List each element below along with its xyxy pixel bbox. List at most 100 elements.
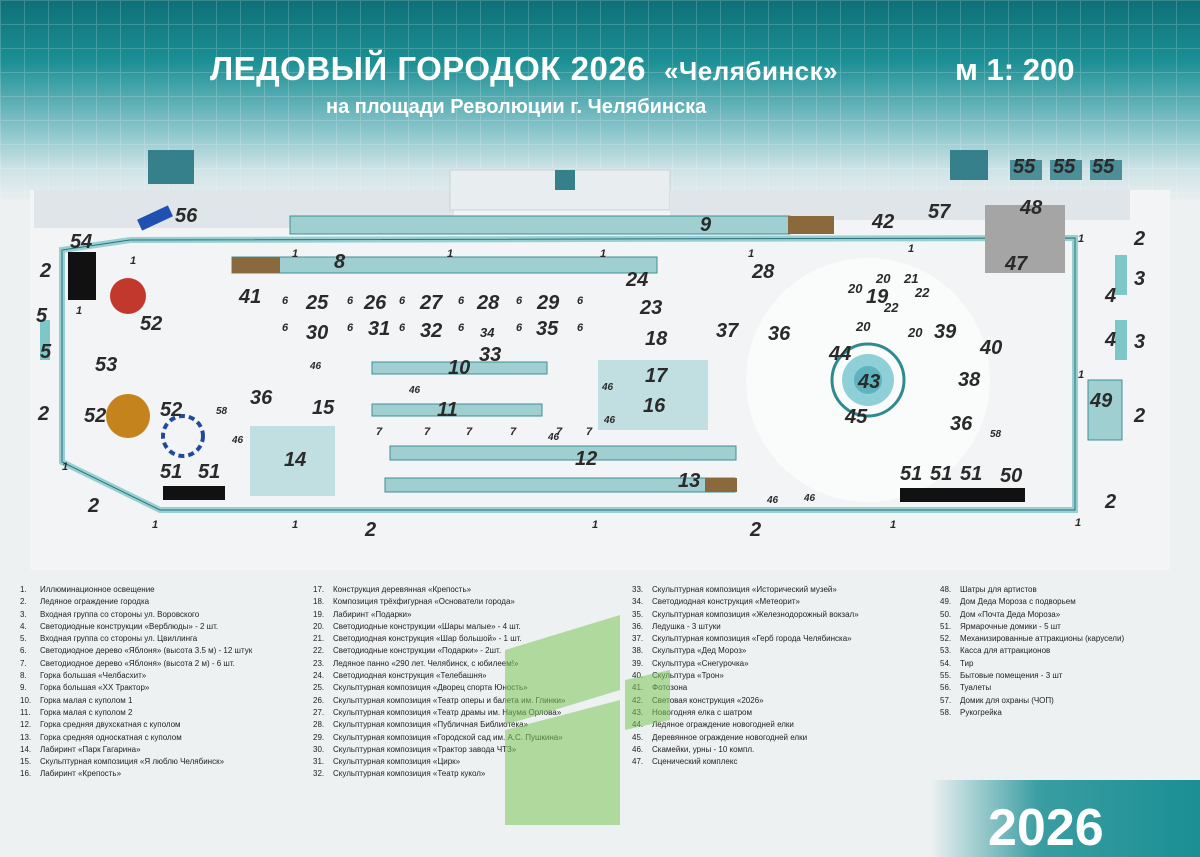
legend-item-text: Светодиодное дерево «Яблоня» (высота 3.5…	[40, 646, 253, 656]
legend-item: 26. Скульптурная композиция «Театр оперы …	[313, 695, 565, 707]
legend-item-text: Бытовые помещения - 3 шт	[960, 671, 1063, 681]
legend-item-number: 1.	[20, 585, 27, 594]
legend-item-text: Композиция трёхфигурная «Основатели горо…	[333, 597, 515, 607]
label-20b: 20	[847, 281, 863, 296]
label-6f: 6	[577, 295, 584, 307]
legend-item-number: 26.	[313, 695, 325, 705]
label-6e: 6	[516, 295, 523, 307]
legend-item-number: 36.	[632, 621, 644, 631]
legend-item-number: 52.	[940, 634, 952, 644]
legend-item-number: 17.	[313, 585, 325, 594]
label-1f: 1	[908, 243, 914, 255]
legend-item: 45.Деревянное ограждение новогодней елки	[632, 732, 859, 744]
label-1b: 1	[292, 248, 298, 260]
entrance-group	[1115, 255, 1127, 295]
label-1c: 1	[447, 248, 453, 260]
label-28: 28	[476, 292, 500, 314]
label-42: 42	[871, 211, 894, 233]
legend-item-text: Световая конструкция «2026»	[652, 695, 764, 705]
legend-item-text: Касса для аттракционов	[960, 646, 1051, 656]
legend-item: 2.Ледяное ограждение городка	[20, 596, 252, 608]
legend-item-text: Тир	[960, 658, 974, 668]
legend-item: 40.Скульптура «Трон»	[632, 670, 859, 682]
legend-item-number: 35.	[632, 609, 644, 619]
legend-item-number: 3.	[20, 609, 27, 619]
label-27: 27	[419, 292, 443, 314]
label-50: 50	[1000, 465, 1022, 487]
label-36b: 36	[768, 323, 791, 345]
legend-item-text: Скульптурная композиция «Театр оперы и б…	[333, 695, 566, 705]
label-48: 48	[1019, 197, 1043, 219]
label-1a: 1	[130, 255, 136, 267]
legend-item-text: Входная группа со стороны ул. Воровского	[40, 609, 200, 619]
label-24: 24	[625, 269, 648, 291]
legend-item: 17.Конструкция деревянная «Крепость»	[313, 584, 565, 596]
legend-item-text: Ледяное ограждение новогодней елки	[652, 720, 794, 730]
legend-item-number: 46.	[632, 744, 644, 754]
legend-item-text: Скульптурная композиция «Герб города Чел…	[652, 634, 852, 644]
legend-item-number: 25.	[313, 683, 325, 693]
label-47: 47	[1004, 253, 1028, 275]
label-6j: 6	[458, 322, 465, 334]
label-13: 13	[678, 470, 700, 492]
ice-fence-outline	[61, 237, 1076, 511]
label-52c: 52	[160, 399, 182, 421]
legend-column-2: 17.Конструкция деревянная «Крепость»18. К…	[313, 584, 565, 781]
label-1o: 1	[1078, 369, 1084, 381]
label-51c: 51	[900, 463, 922, 485]
legend-item-number: 14.	[20, 744, 32, 754]
legend-item-text: Светодиодная конструкция «Телебашня»	[333, 671, 487, 681]
label-23: 23	[639, 297, 662, 319]
entrance-group	[40, 320, 50, 360]
label-46b: 46	[408, 385, 421, 396]
legend-item-number: 48.	[940, 585, 952, 594]
legend-item-text: Скульптурная композиция «Городской сад и…	[333, 732, 563, 742]
legend-item-number: 29.	[313, 732, 325, 742]
legend-item-number: 51.	[940, 621, 952, 631]
legend-item-text: Деревянное ограждение новогодней елки	[652, 732, 808, 742]
legend-item-text: Светодиодные конструкции «Подарки» - 2шт…	[333, 646, 502, 656]
legend-item-number: 12.	[20, 720, 32, 730]
legend-item-number: 47.	[632, 757, 644, 767]
legend-item: 35.Скульптурная композиция «Железнодорож…	[632, 609, 859, 621]
legend-item-text: Горка большая «ХХ Трактор»	[40, 683, 150, 693]
label-49: 49	[1089, 390, 1113, 412]
legend-item-number: 21.	[313, 634, 325, 644]
labyrinth-14	[250, 426, 335, 496]
label-37: 37	[716, 320, 739, 342]
label-22a: 22	[883, 300, 899, 315]
label-46a: 46	[309, 361, 322, 372]
legend-item-number: 18.	[313, 597, 325, 607]
label-25: 25	[305, 292, 329, 314]
legend-item-text: Скульптурная композиция «Театр кукол»	[333, 769, 486, 779]
slide-11	[371, 403, 543, 417]
label-51a: 51	[160, 461, 182, 483]
label-34: 34	[480, 325, 495, 340]
legend-item: 27.Скульптурная композиция «Театр драмы …	[313, 707, 565, 719]
label-6d: 6	[458, 295, 465, 307]
label-2h: 2	[1133, 405, 1145, 427]
label-3a: 3	[1134, 268, 1145, 290]
label-6l: 6	[577, 322, 584, 334]
label-2d: 2	[364, 519, 376, 541]
label-40: 40	[979, 337, 1002, 359]
label-7f: 7	[586, 426, 593, 438]
legend-item: 25.Скульптурная композиция «Дворец спорт…	[313, 682, 565, 694]
legend-item-text: Скульптура «Снегурочка»	[652, 658, 749, 668]
scale-label: м 1: 200	[955, 52, 1075, 87]
legend-item: 7.Светодиодное дерево «Яблоня» (высота 2…	[20, 658, 252, 670]
legend-item-number: 4.	[20, 621, 27, 631]
legend-item-text: Горка большая «Челбасхит»	[40, 671, 147, 681]
label-55b: 55	[1053, 156, 1076, 178]
legend-item: 55.Бытовые помещения - 3 шт	[940, 670, 1124, 682]
market-stalls-left	[163, 486, 225, 500]
legend-column-3: 33.Скульптурная композиция «Исторический…	[632, 584, 859, 768]
label-46f: 46	[603, 415, 616, 426]
label-1k: 1	[292, 519, 298, 531]
entrance-group	[1115, 320, 1127, 360]
legend-item-number: 5.	[20, 634, 27, 644]
legend-item-text: Скульптура «Трон»	[652, 671, 724, 681]
page-title: ЛЕДОВЫЙ ГОРОДОК 2026«Челябинск»	[210, 50, 838, 88]
logo-watermark	[505, 615, 670, 825]
stage-47	[985, 205, 1065, 273]
